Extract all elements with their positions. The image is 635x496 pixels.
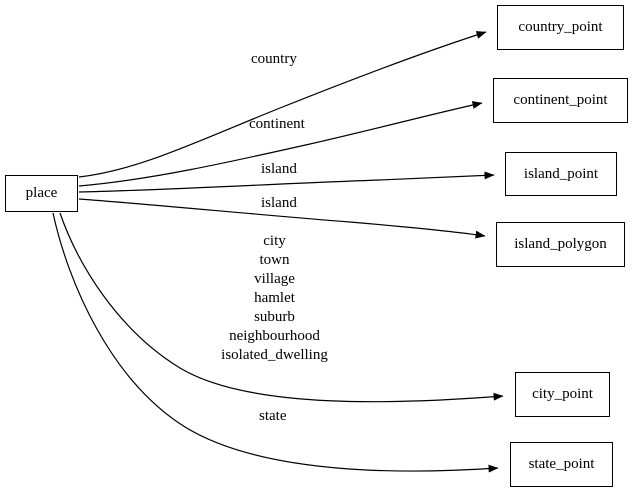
edge-label-city_point: city town village hamlet suburb neighbou…: [221, 233, 328, 363]
node-label: continent_point: [513, 92, 608, 108]
edge-place-to-country_point: [78, 31, 487, 178]
edge-label-island_polygon: island: [261, 195, 297, 211]
node-place[interactable]: place: [5, 175, 78, 212]
node-label: city_point: [532, 386, 593, 402]
node-label: island_point: [523, 165, 599, 182]
node-city_point[interactable]: city_point: [515, 372, 610, 417]
node-country_point[interactable]: country_point: [497, 5, 624, 50]
node-island_point[interactable]: island_point: [505, 152, 617, 196]
edge-label-country_point: country: [251, 51, 297, 67]
edge-label-island_point: island: [261, 161, 297, 177]
edge-place-to-island_polygon: [78, 198, 486, 239]
node-label: island_polygon: [514, 236, 607, 252]
edge-label-state_point: state: [259, 408, 287, 424]
node-continent_point[interactable]: continent_point: [493, 78, 628, 123]
edge-place-to-continent_point: [78, 101, 483, 187]
edge-label-continent_point: continent: [249, 116, 305, 132]
node-label: place: [25, 185, 58, 201]
node-label: state_point: [528, 456, 595, 472]
edge-place-to-island_point: [78, 171, 495, 193]
node-state_point[interactable]: state_point: [510, 442, 613, 487]
edge-place-to-city_point: [59, 212, 504, 403]
node-label: country_point: [518, 19, 603, 35]
edge-paths: [52, 31, 504, 473]
edge-place-to-state_point: [52, 212, 499, 473]
node-island_polygon[interactable]: island_polygon: [496, 222, 625, 267]
